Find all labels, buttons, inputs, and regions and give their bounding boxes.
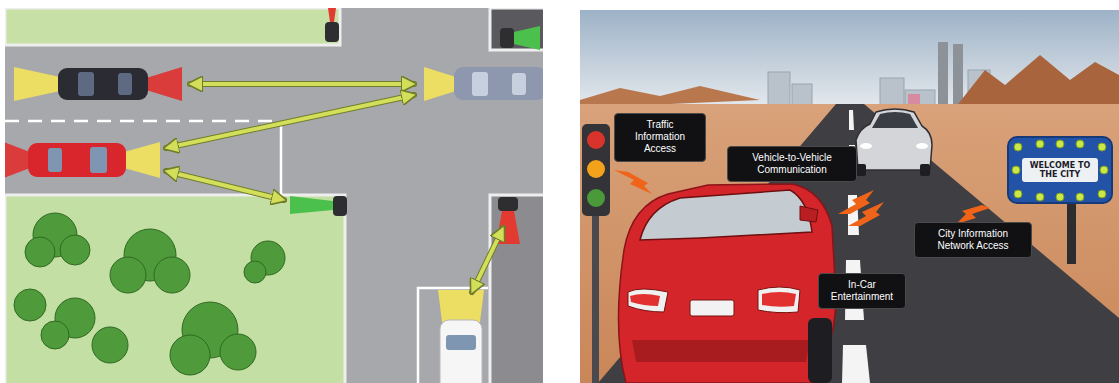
label-text: Vehicle-to-Vehicle Communication [735, 152, 849, 176]
callout-box: Traffic Information Access [614, 113, 706, 162]
city-sign: WELCOME TO THE CITY [1022, 158, 1098, 182]
road-scene [580, 10, 1119, 383]
label-text: City Information Network Access [922, 228, 1024, 252]
callout-box: In-Car Entertainment [818, 273, 906, 309]
intersection-top-view [5, 8, 543, 383]
callout-box: Vehicle-to-Vehicle Communication [727, 146, 857, 182]
label-text: WELCOME TO THE CITY [1024, 161, 1096, 179]
label-text: In-Car Entertainment [826, 279, 898, 303]
label-text: Traffic Information Access [622, 119, 698, 156]
callout-box: City Information Network Access [914, 222, 1032, 258]
